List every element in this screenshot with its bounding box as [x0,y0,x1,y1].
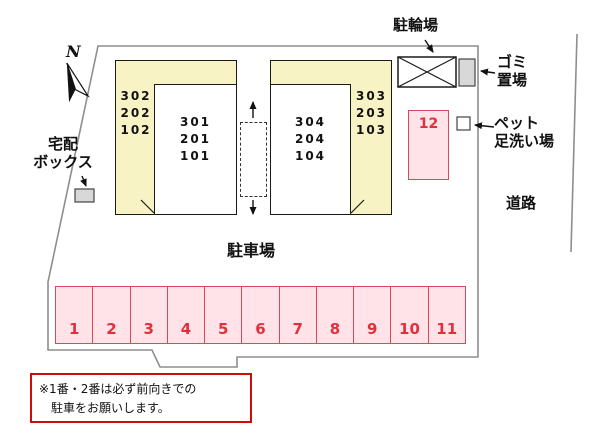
parking-space-9: 9 [353,286,392,344]
delivery-box-label: 宅配 ボックス [26,135,100,171]
unit-numbers-right-outer: 303 203 103 [352,88,391,139]
unit-number: 103 [355,123,388,137]
garbage-area-arrow [480,68,496,76]
parking-space-7: 7 [278,286,317,344]
unit-numbers-left-outer: 302 202 102 [117,88,155,139]
parking-row: 1 2 3 4 5 6 7 8 9 10 11 [55,286,466,344]
parking-space-10: 10 [390,286,429,344]
building-left-inner [154,84,237,215]
road-label: 道路 [506,194,537,212]
unit-number: 104 [294,149,327,163]
parking-space-5: 5 [204,286,243,344]
parking-space-8: 8 [315,286,355,344]
garbage-area-box [458,58,476,87]
garbage-area-label-line2: 置場 [497,71,528,89]
bike-parking-arrow [424,39,434,53]
parking-lot-label: 駐車場 [227,241,276,260]
building-right-inner [270,84,351,215]
unit-number: 101 [179,149,212,163]
parking-space-1: 1 [55,286,94,344]
unit-number: 201 [179,132,212,146]
stairwell-dashed-box [240,122,267,197]
delivery-box-label-line2: ボックス [33,153,93,171]
unit-numbers-right-inner: 304 204 104 [270,114,351,165]
garbage-area-label: ゴミ 置場 [497,53,527,89]
unit-number: 302 [120,89,152,103]
parking-space-2: 2 [92,286,131,344]
unit-number: 102 [120,123,152,137]
unit-number: 304 [294,115,327,129]
pet-wash-label-line1: ペット [494,114,540,132]
unit-number: 303 [355,89,388,103]
unit-numbers-left-inner: 301 201 101 [154,114,237,165]
unit-number: 301 [179,115,212,129]
delivery-box-arrow [80,175,87,187]
pet-wash-label: ペット 足洗い場 [494,114,554,150]
parking-space-4: 4 [166,286,206,344]
pet-wash-box [456,116,471,131]
parking-space-11: 11 [427,286,466,344]
parking-space-3: 3 [129,286,168,344]
road-boundary-line [570,33,578,253]
pet-wash-arrow [474,122,495,130]
bike-parking-label: 駐輪場 [393,16,439,34]
unit-number: 204 [294,132,327,146]
pet-wash-label-line2: 足洗い場 [494,132,555,150]
delivery-box-label-line1: 宅配 [47,135,78,153]
delivery-box [74,188,95,203]
unit-number: 203 [355,106,388,120]
north-label: N [66,42,81,61]
parking-space-6: 6 [241,286,280,344]
unit-number: 202 [120,106,152,120]
site-outline [47,45,479,368]
notice-box: ※1番・2番は必ず前向きでの 駐車をお願いします。 [30,373,252,423]
garbage-area-label-line1: ゴミ [497,53,528,71]
compass-needle-icon [66,62,90,103]
parking-space-12: 12 [408,110,449,180]
notice-line-1: ※1番・2番は必ず前向きでの [39,382,197,396]
notice-line-2: 駐車をお願いします。 [39,401,170,415]
bike-parking-box [397,56,457,88]
